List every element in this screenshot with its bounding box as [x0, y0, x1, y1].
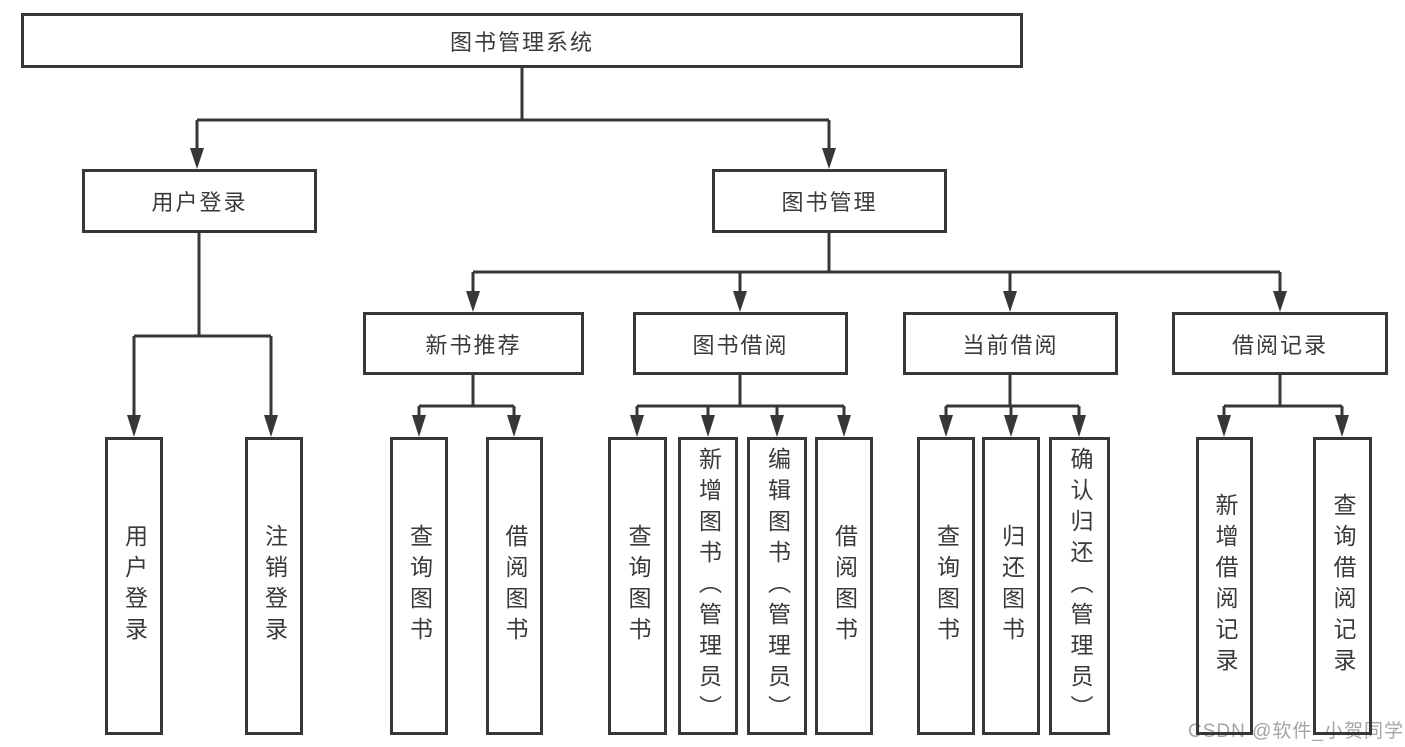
leaf-label: 查询借阅记录: [1330, 493, 1356, 679]
leaf-return-books: 归还图书: [982, 437, 1040, 735]
leaf-add-borrow-record: 新增借阅记录: [1196, 437, 1253, 735]
node-borrowing-records: 借阅记录: [1172, 312, 1388, 375]
leaf-edit-books-admin: 编辑图书（管理员）: [747, 437, 807, 735]
leaf-logout: 注销登录: [245, 437, 303, 735]
leaf-label: 查询图书: [625, 524, 651, 648]
leaf-label: 编辑图书（管理员）: [764, 446, 791, 726]
node-user-login-branch: 用户登录: [82, 169, 317, 233]
node-label: 新书推荐: [425, 332, 522, 358]
leaf-borrow-books: 借阅图书: [815, 437, 873, 735]
leaf-query-books-borrow: 查询图书: [608, 437, 667, 735]
leaf-label: 新增图书（管理员）: [695, 446, 722, 726]
node-label: 图书借阅: [692, 332, 789, 358]
node-label: 借阅记录: [1231, 332, 1328, 358]
leaf-borrow-books-recommend: 借阅图书: [486, 437, 543, 735]
node-new-book-recommendation: 新书推荐: [363, 312, 584, 375]
node-current-borrowing: 当前借阅: [903, 312, 1118, 375]
node-label: 用户登录: [151, 190, 248, 215]
node-book-borrowing: 图书借阅: [633, 312, 848, 375]
csdn-watermark: CSDN @软件_小贺同学: [1188, 721, 1404, 742]
leaf-add-books-admin: 新增图书（管理员）: [678, 437, 738, 735]
leaf-query-borrow-record: 查询借阅记录: [1313, 437, 1372, 735]
leaf-confirm-return-admin: 确认归还（管理员）: [1049, 437, 1110, 735]
node-book-management: 图书管理: [712, 169, 947, 233]
leaf-label: 归还图书: [998, 524, 1025, 648]
leaf-label: 注销登录: [261, 524, 288, 648]
leaf-label: 查询图书: [933, 524, 960, 648]
leaf-label: 借阅图书: [831, 524, 858, 648]
leaf-query-books-recommend: 查询图书: [390, 437, 448, 735]
node-library-management-system: 图书管理系统: [21, 13, 1023, 68]
node-label: 图书管理: [781, 190, 878, 215]
leaf-label: 用户登录: [121, 524, 148, 648]
leaf-label: 借阅图书: [502, 524, 528, 648]
node-label: 当前借阅: [962, 332, 1059, 358]
leaf-label: 查询图书: [406, 524, 433, 648]
leaf-user-login: 用户登录: [105, 437, 163, 735]
node-label: 图书管理系统: [449, 29, 594, 55]
leaf-query-books-current: 查询图书: [917, 437, 975, 735]
leaf-label: 确认归还（管理员）: [1067, 446, 1093, 726]
leaf-label: 新增借阅记录: [1212, 493, 1238, 679]
